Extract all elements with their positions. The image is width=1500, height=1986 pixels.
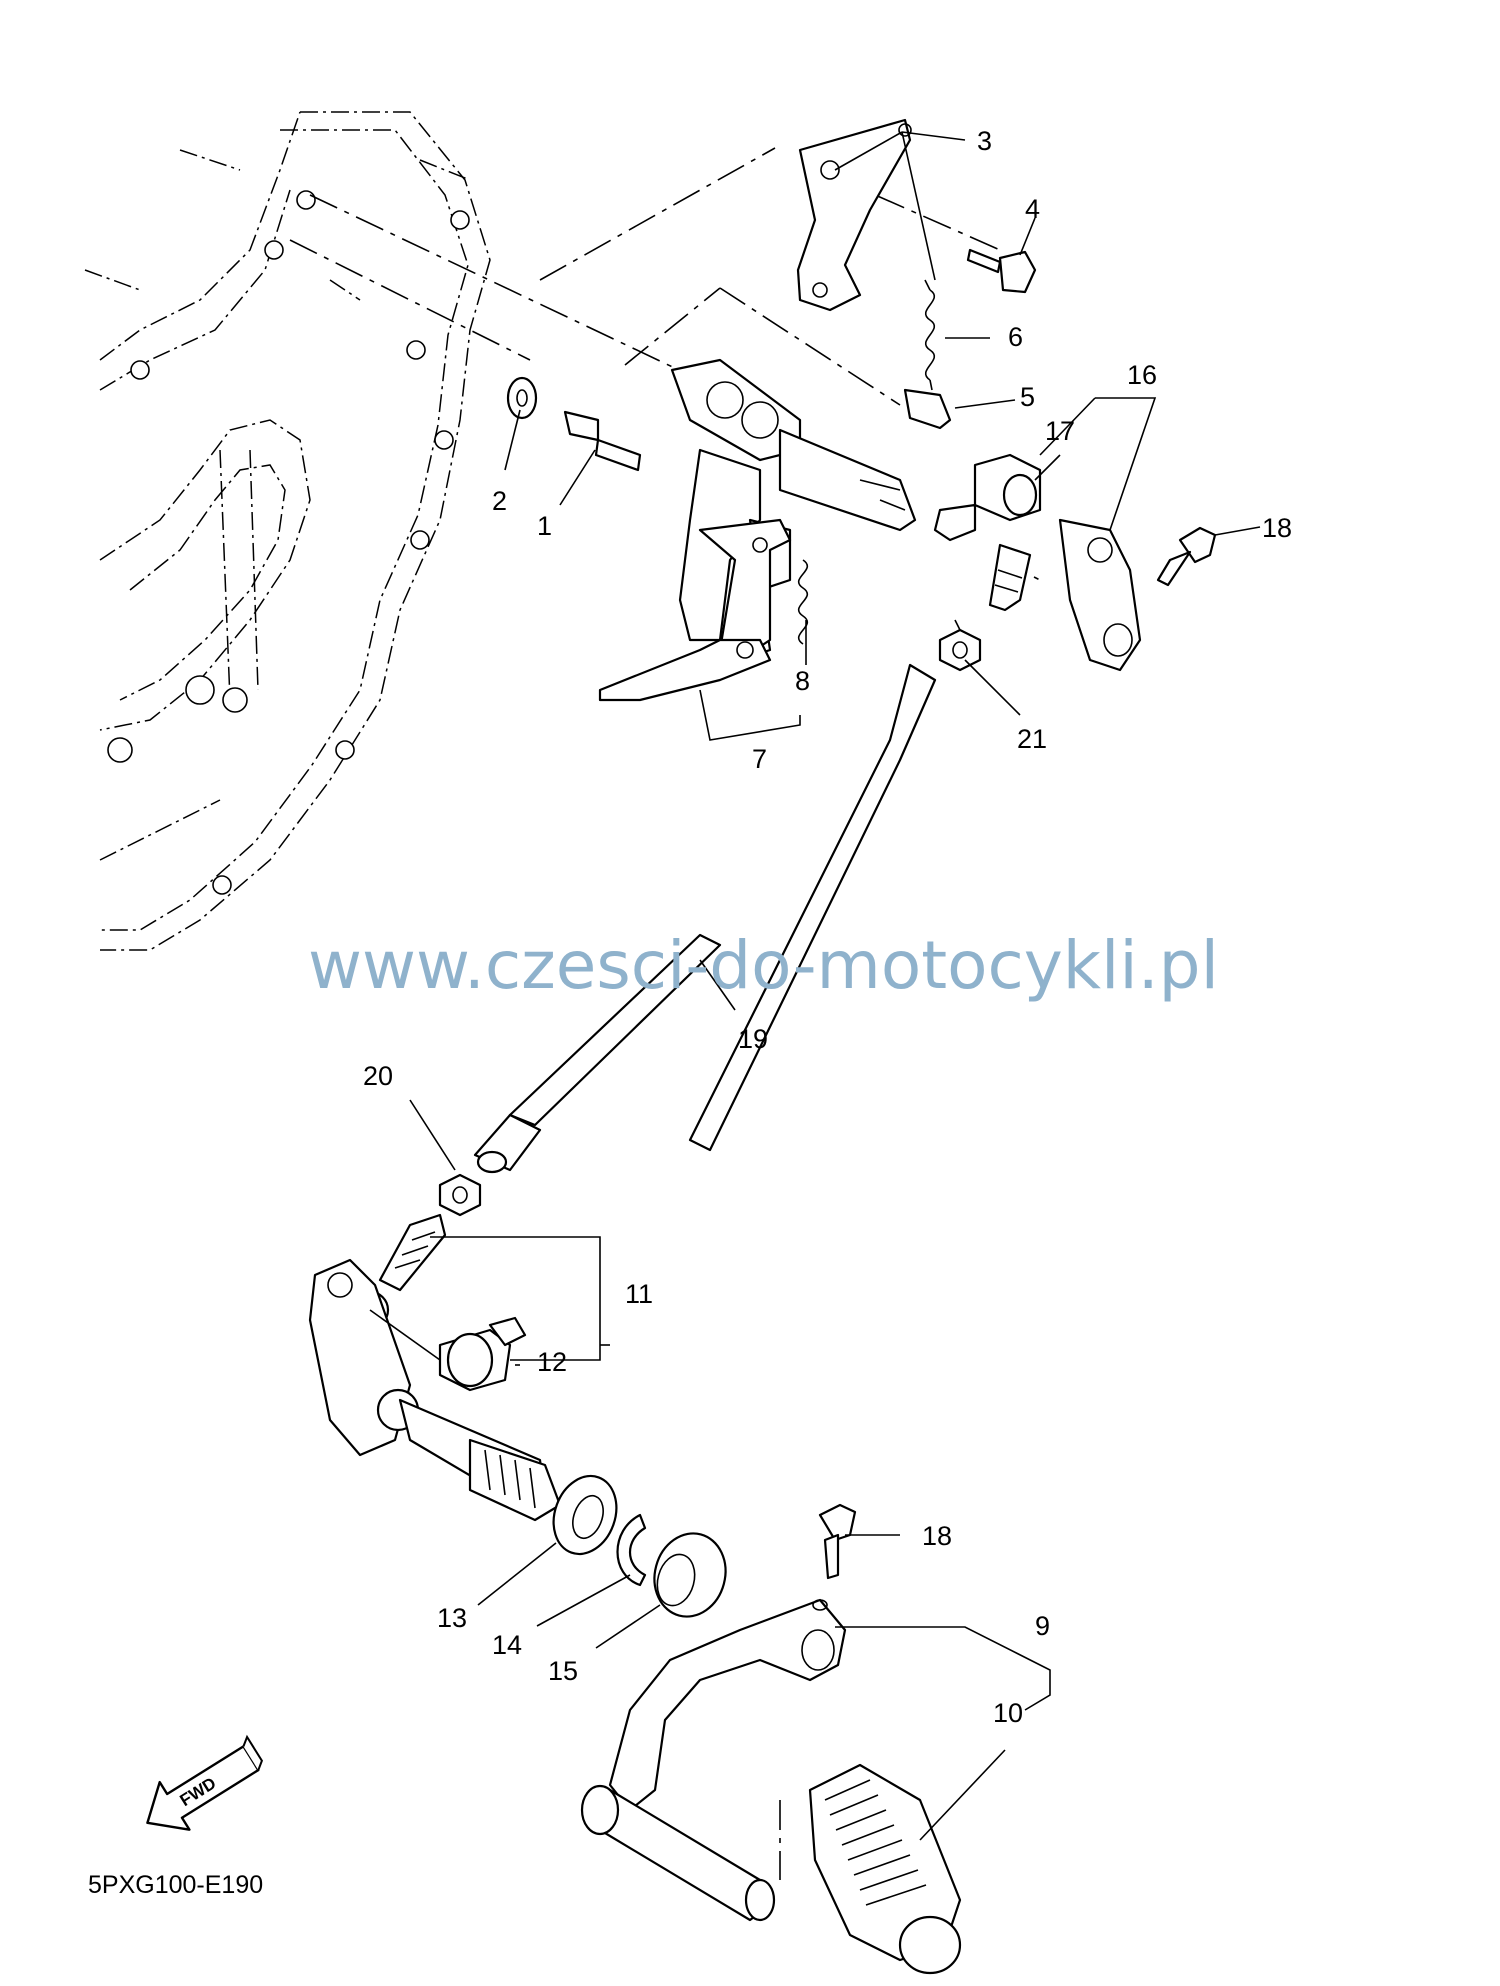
part-1-bolt	[563, 410, 642, 472]
callout-13: 13	[437, 1603, 467, 1633]
part-19-shift-rod	[688, 663, 937, 1152]
callout-2: 2	[492, 486, 507, 516]
part-12-rod-end	[438, 1316, 527, 1392]
callout-17: 17	[1045, 416, 1075, 446]
leader-lines	[369, 131, 1261, 1841]
part-21-nut	[938, 628, 982, 672]
callout-10: 10	[993, 1698, 1023, 1728]
part-13-washer	[552, 1474, 618, 1556]
callout-16: 16	[1127, 360, 1157, 390]
callout-18-lower: 18	[922, 1521, 952, 1551]
part-2-washer	[506, 376, 538, 420]
part-14-circlip	[616, 1513, 647, 1587]
part-7-shift-arm	[598, 518, 792, 702]
callout-12: 12	[537, 1347, 567, 1377]
part-8-spring	[797, 559, 809, 645]
part-9-shift-pedal	[580, 1598, 847, 1922]
crankcase-outline	[84, 111, 491, 951]
part-16-lever	[988, 518, 1142, 672]
callout-15: 15	[548, 1656, 578, 1686]
part-10-pedal-rubber	[808, 1763, 962, 1975]
callout-3: 3	[977, 126, 992, 156]
fwd-arrow-icon: FWD	[146, 1734, 264, 1831]
part-19-rod-lower	[473, 933, 722, 1174]
diagram-code: 5PXG100-E190	[88, 1871, 263, 1899]
lower-shift-lever	[308, 1258, 562, 1522]
callout-6: 6	[1008, 322, 1023, 352]
part-6-spring	[924, 279, 936, 391]
part-17-joint	[933, 453, 1042, 542]
callout-11: 11	[625, 1279, 653, 1309]
watermark: www.czesci-do-motocykli.pl	[308, 927, 1219, 1004]
callout-5: 5	[1020, 382, 1035, 412]
part-3-segment	[796, 118, 912, 312]
part-5-pin	[903, 388, 952, 430]
callout-20: 20	[363, 1061, 393, 1091]
callout-4: 4	[1025, 194, 1040, 224]
callout-9: 9	[1035, 1611, 1050, 1641]
callout-14: 14	[492, 1630, 522, 1660]
part-18-bolt-upper	[1156, 526, 1217, 587]
callout-7: 7	[752, 744, 767, 774]
callout-8: 8	[795, 666, 810, 696]
shift-shaft-assembly	[670, 358, 917, 662]
callout-21: 21	[1017, 724, 1047, 754]
callout-19: 19	[738, 1024, 768, 1054]
part-15-bushing	[653, 1532, 727, 1618]
part-4-bolt	[966, 248, 1037, 294]
callout-1: 1	[537, 511, 552, 541]
part-20-nut	[438, 1173, 482, 1217]
callout-18-upper: 18	[1262, 513, 1292, 543]
callout-labels: 1 2 3 4 5 6 7 8 9 10 11 12 13 14 15 16 1…	[363, 126, 1292, 1728]
part-18-bolt-lower	[818, 1503, 857, 1580]
